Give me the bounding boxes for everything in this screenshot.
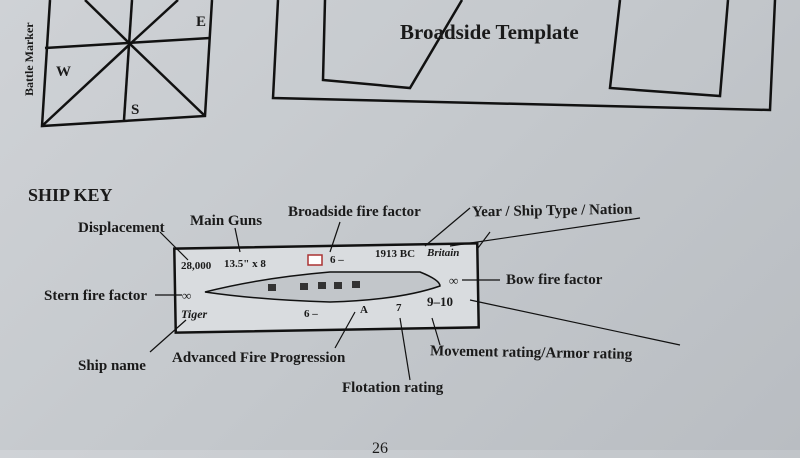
label-movement-armor: Movement rating/Armor rating (429, 343, 633, 363)
counter-displacement: 28,000 (181, 260, 212, 272)
battle-marker-label: Battle Marker (22, 22, 36, 96)
counter-nation: Britain (427, 247, 460, 259)
counter-flotation: 7 (396, 302, 402, 314)
counter-stern: ∞ (182, 288, 192, 303)
counter-broadside-top: 6 – (330, 254, 344, 266)
page-number: 26 (372, 440, 388, 457)
label-main-guns: Main Guns (190, 213, 263, 229)
counter-broadside-bottom: 6 – (304, 308, 318, 320)
label-flotation: Flotation rating (342, 380, 444, 396)
label-stern-fire: Stern fire factor (44, 288, 148, 304)
label-displacement: Displacement (78, 220, 165, 236)
britain-flag-icon (307, 254, 323, 266)
counter-bow: ∞ (449, 273, 459, 288)
label-ship-name: Ship name (78, 358, 146, 374)
label-bow-fire: Bow fire factor (506, 272, 603, 288)
counter-ship-name: Tiger (181, 307, 208, 321)
counter-afp: A (360, 304, 368, 316)
ship-key-heading: SHIP KEY (28, 185, 113, 205)
label-afp: Advanced Fire Progression (172, 350, 346, 366)
broadside-template-title: Broadside Template (400, 20, 579, 44)
label-broadside-fire: Broadside fire factor (288, 204, 421, 220)
counter-main-guns: 13.5" x 8 (224, 258, 266, 270)
counter-year-type: 1913 BC (375, 248, 416, 260)
label-year-type-nation: Year / Ship Type / Nation (471, 201, 633, 221)
direction-w: W (56, 64, 71, 80)
direction-s: S (131, 102, 140, 118)
direction-e: E (196, 14, 207, 30)
counter-movement-armor: 9–10 (427, 294, 453, 309)
